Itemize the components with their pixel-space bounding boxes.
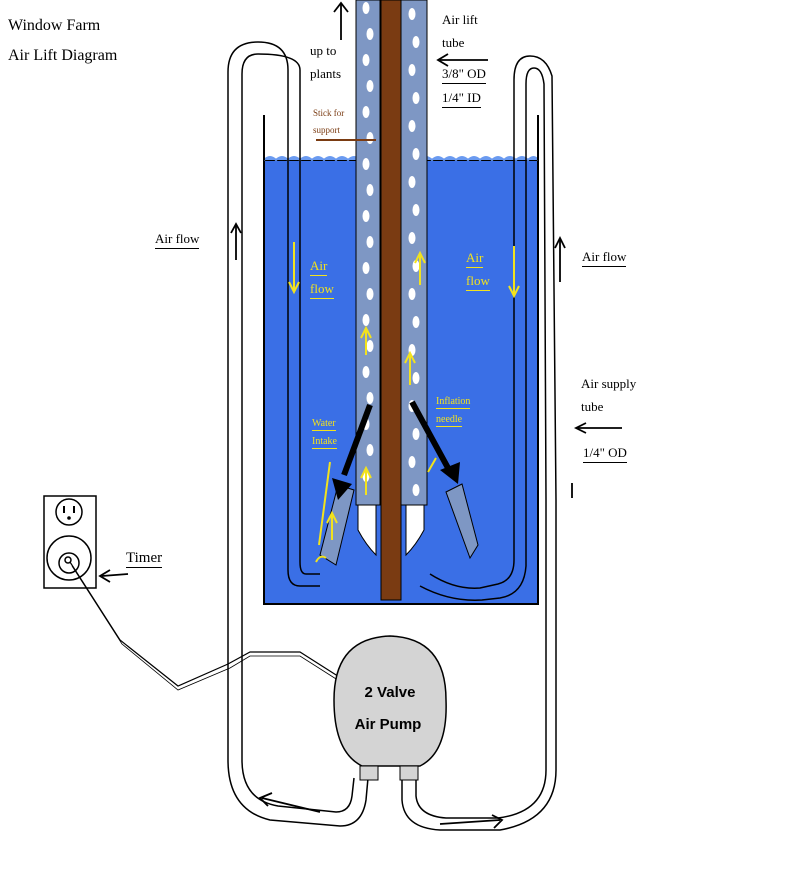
bubble [408,64,416,76]
bubble [412,372,420,384]
label-air-lift-id: 1/4" ID [442,90,481,108]
air-bubbles [362,2,420,496]
bubble [366,288,374,300]
label-stick-line1: Stick for [313,108,345,118]
label-air-supply-od: 1/4" OD [583,445,627,463]
label-air-supply: Air supply [581,376,637,391]
bubble [366,184,374,196]
diagram-title-line2: Air Lift Diagram [8,47,118,64]
bubble [362,366,370,378]
bubble [366,340,374,352]
tube-ends [357,504,425,557]
label-air-lift-od: 3/8" OD [442,66,486,84]
bubble [362,210,370,222]
label-timer: Timer [126,550,163,568]
label-water: Water [312,418,336,431]
label-inflation: Inflation [436,396,471,409]
bubble [366,392,374,404]
bubble [408,176,416,188]
bubble [412,428,420,440]
label-inner-flow-right: flow [466,273,490,291]
pump-label-line1: 2 Valve [364,684,416,701]
label-air-flow-right: Air flow [582,249,627,267]
label-inner-flow-left: flow [310,281,334,299]
bubble [408,232,416,244]
support-stick [380,0,402,601]
bubble [362,106,370,118]
yellow-flow-arrows [288,242,520,563]
label-needle: needle [436,414,463,427]
bubble [362,2,370,14]
bubble [366,236,374,248]
label-intake: Intake [312,436,337,449]
inflation-needle-right [409,400,479,560]
label-air-supply-tube: tube [581,399,604,414]
bubble [412,316,420,328]
black-flow-arrows [98,1,622,829]
bubble [366,132,374,144]
bubble [362,54,370,66]
bubble [362,262,370,274]
air-supply-tube-right [401,55,557,831]
inflation-needle-left [319,403,373,566]
label-inner-air-left: Air [310,258,328,276]
bubble [412,484,420,496]
diagram-title-line1: Window Farm [8,17,101,34]
bubble [412,92,420,104]
bubble [408,288,416,300]
label-stick-line2: support [313,125,340,135]
label-up-to: up to [310,43,337,58]
timer-plug-icon [46,535,92,581]
bubble [366,444,374,456]
label-air-flow-left: Air flow [155,231,200,249]
bubble [366,80,374,92]
label-plants: plants [310,66,342,81]
bubble [412,148,420,160]
bubble [408,120,416,132]
label-air-lift-tube: tube [442,35,465,50]
bubble [412,36,420,48]
pump-label-line2: Air Pump [354,716,422,733]
bubble [408,8,416,20]
label-air-lift: Air lift [442,12,478,27]
bubble [366,28,374,40]
label-inner-air-right: Air [466,250,484,268]
bubble [412,260,420,272]
bubble [362,158,370,170]
bubble [362,314,370,326]
power-cord [69,561,345,687]
air-supply-tube-left [227,41,369,827]
bubble [412,204,420,216]
bubble [408,456,416,468]
air-pump [333,635,447,781]
